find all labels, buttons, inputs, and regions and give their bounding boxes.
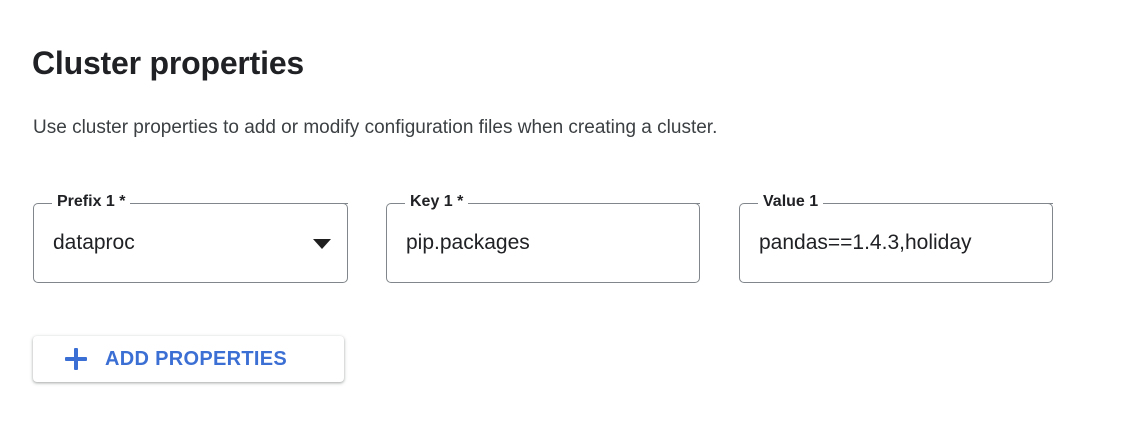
key-1-input[interactable]: Key 1 * pip.packages [386, 192, 700, 283]
add-properties-button[interactable]: ADD PROPERTIES [33, 336, 344, 382]
plus-icon [65, 348, 87, 370]
page-title: Cluster properties [32, 45, 305, 82]
key-1-label: Key 1 * [405, 192, 469, 212]
value-1-label: Value 1 [758, 192, 824, 212]
add-properties-label: ADD PROPERTIES [105, 347, 288, 370]
prefix-1-value: dataproc [53, 231, 135, 254]
key-1-value: pip.packages [406, 231, 530, 254]
value-1-value: pandas==1.4.3,holiday [759, 231, 972, 254]
dropdown-arrow-icon[interactable] [313, 239, 331, 249]
value-1-input[interactable]: Value 1 pandas==1.4.3,holiday [739, 192, 1053, 283]
prefix-1-label: Prefix 1 * [52, 192, 131, 212]
page-description: Use cluster properties to add or modify … [33, 117, 718, 138]
prefix-1-select[interactable]: Prefix 1 * dataproc [33, 192, 348, 283]
